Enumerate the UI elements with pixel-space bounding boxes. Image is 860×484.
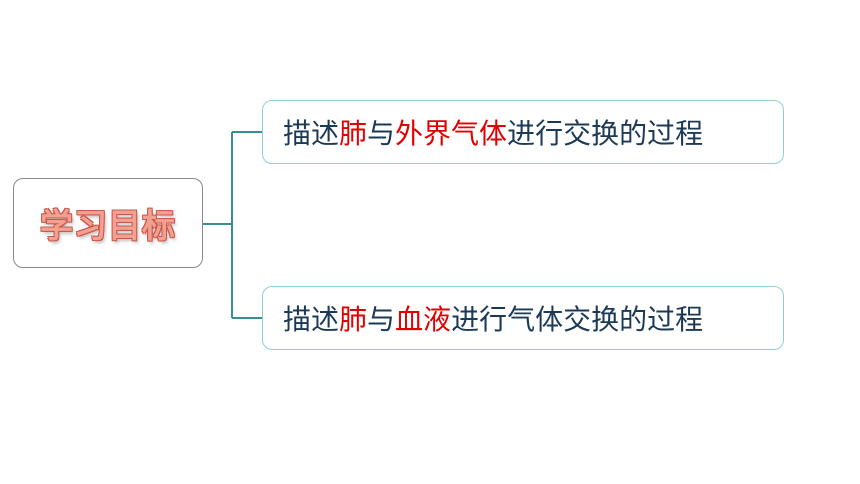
branch-2-text-describe: 描述 [283, 303, 340, 336]
branch-1-text-outside-air: 外界气体 [395, 117, 508, 150]
branch-1-text-describe: 描述 [283, 117, 340, 150]
branch-1-text-and: 与 [367, 117, 396, 150]
branch-2-text-lung: 肺 [339, 303, 368, 336]
branch-node-2: 描述肺与血液进行气体交换的过程 [262, 286, 784, 350]
root-node: 学习目标 [13, 178, 203, 268]
root-node-label: 学习目标 [40, 206, 176, 245]
branch-node-1: 描述肺与外界气体进行交换的过程 [262, 100, 784, 164]
branch-2-text-blood: 血液 [395, 303, 452, 336]
branch-1-text-rest: 进行交换的过程 [507, 117, 704, 150]
branch-2-text-rest: 进行气体交换的过程 [451, 303, 704, 336]
branch-2-text-and: 与 [367, 303, 396, 336]
branch-1-text-lung: 肺 [339, 117, 368, 150]
